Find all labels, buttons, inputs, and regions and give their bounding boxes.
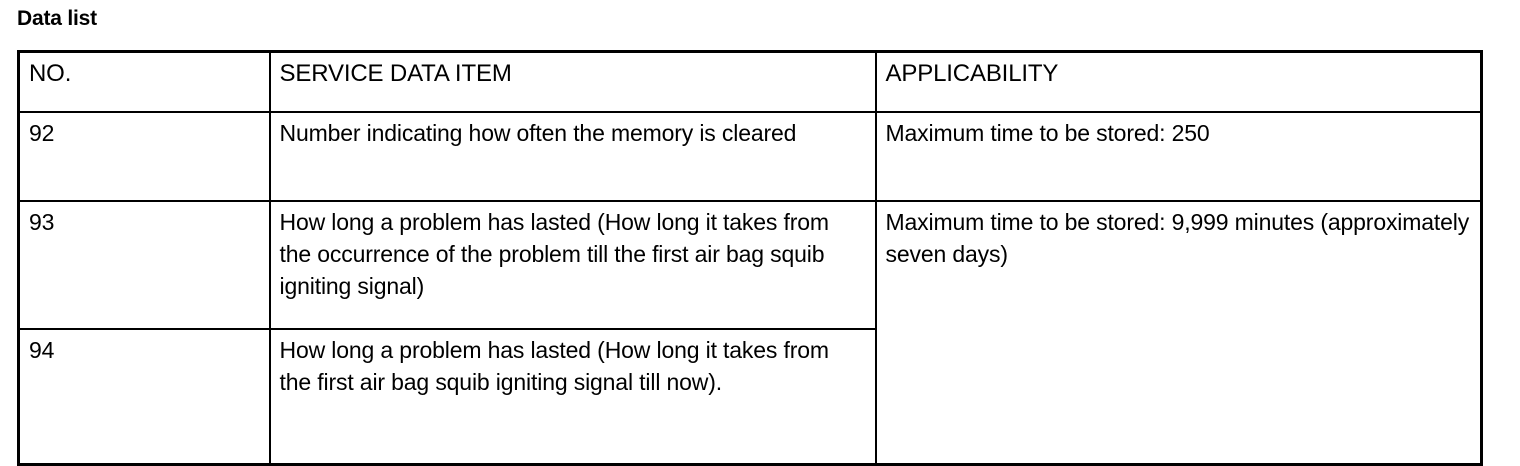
table-row: 93 How long a problem has lasted (How lo…: [17, 200, 1483, 466]
row-service-data-item-value: How long a problem has lasted (How long …: [279, 337, 830, 395]
row-applicability-value: Maximum time to be stored: 9,999 minutes…: [885, 209, 1470, 267]
table-header-row: NO. SERVICE DATA ITEM APPLICABILITY: [17, 50, 1483, 113]
column-header-no-label: NO.: [29, 60, 72, 87]
column-header-service-data-item-label: SERVICE DATA ITEM: [279, 60, 512, 87]
table-row: 94 How long a problem has lasted (How lo…: [17, 328, 1482, 466]
column-header-service-data-item: SERVICE DATA ITEM: [268, 50, 877, 113]
row-service-data-item-value: Number indicating how often the memory i…: [279, 120, 797, 146]
row-applicability-cell: Maximum time to be stored: 250: [874, 111, 1483, 202]
row-service-data-item-value: How long a problem has lasted (How long …: [279, 209, 830, 299]
row-no-value: 93: [29, 209, 55, 235]
row-no-value: 92: [29, 120, 55, 146]
row-no-cell: 92: [17, 111, 271, 202]
row-no-cell: 94: [17, 328, 271, 466]
table-row: 92 Number indicating how often the memor…: [17, 111, 1483, 202]
column-header-applicability: APPLICABILITY: [874, 50, 1483, 113]
column-header-no: NO.: [17, 50, 271, 113]
column-header-applicability-label: APPLICABILITY: [885, 60, 1059, 87]
row-service-data-item-cell: Number indicating how often the memory i…: [268, 111, 877, 202]
row-service-data-item-cell: How long a problem has lasted (How long …: [268, 328, 877, 466]
row-applicability-value: Maximum time to be stored: 250: [885, 120, 1210, 146]
page-title: Data list: [17, 7, 97, 30]
data-list-table-wrapper: NO. SERVICE DATA ITEM APPLICABILITY 92 N…: [17, 50, 1483, 466]
row-applicability-cell-merged: Maximum time to be stored: 9,999 minutes…: [874, 200, 1483, 466]
row-no-value: 94: [29, 337, 55, 363]
row-no-cell: 93: [17, 200, 271, 330]
row-service-data-item-cell: How long a problem has lasted (How long …: [268, 200, 877, 330]
data-list-table: NO. SERVICE DATA ITEM APPLICABILITY 92 N…: [17, 50, 1483, 466]
